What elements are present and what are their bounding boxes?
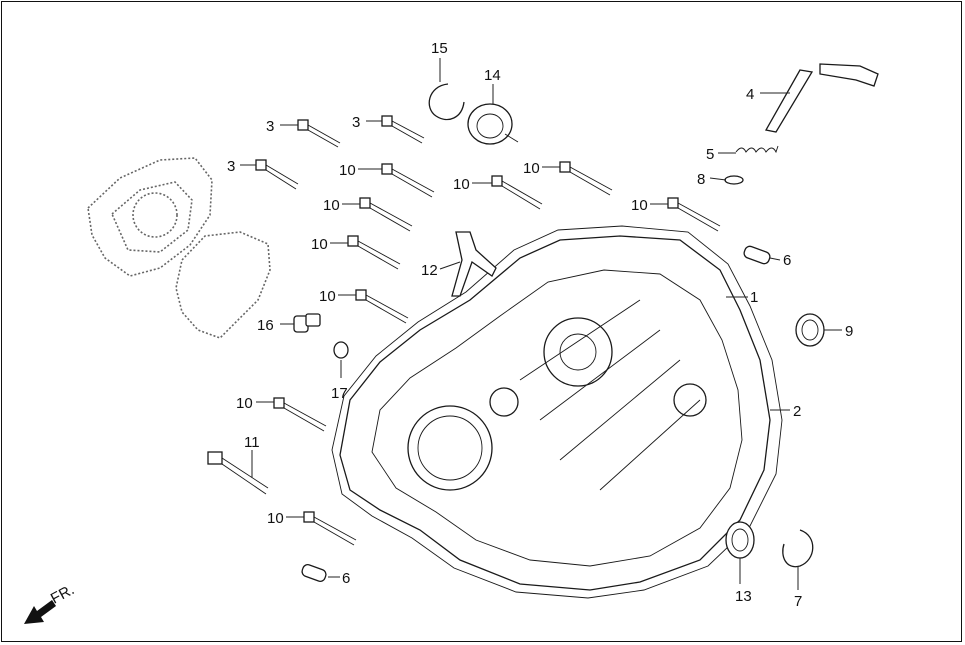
- callout-10f: 10: [311, 236, 328, 253]
- callout-3b: 3: [352, 114, 360, 131]
- cover-gasket: [175, 231, 271, 339]
- callout-10e: 10: [631, 197, 648, 214]
- bolts: [207, 115, 721, 546]
- callout-8: 8: [697, 171, 705, 188]
- circlip-7: [782, 529, 814, 568]
- crankcase-cover: [339, 235, 771, 591]
- callout-17: 17: [331, 385, 348, 402]
- gasket-2: [331, 225, 783, 599]
- bolt-10e: [667, 197, 721, 232]
- callout-3c: 3: [227, 158, 235, 175]
- bolt-3a: [297, 119, 341, 148]
- bolt-10c: [491, 175, 543, 210]
- callout-10d: 10: [323, 197, 340, 214]
- seal-13: [725, 521, 755, 559]
- seal-9: [795, 313, 825, 347]
- callout-4: 4: [746, 86, 754, 103]
- dowel-6b: [301, 564, 327, 582]
- callout-7: 7: [794, 593, 802, 610]
- washer-17: [333, 341, 349, 359]
- callout-14: 14: [484, 67, 501, 84]
- callout-2: 2: [793, 403, 801, 420]
- bolt-10f: [347, 235, 401, 270]
- shaft-4: [764, 63, 879, 133]
- callout-5: 5: [706, 146, 714, 163]
- bolt-3b: [381, 115, 425, 144]
- bolt-3c: [255, 159, 299, 190]
- leader-lines: [240, 58, 842, 590]
- callout-15: 15: [431, 40, 448, 57]
- bolt-10d: [359, 197, 413, 232]
- bolt-11: [207, 451, 269, 495]
- callout-1: 1: [750, 289, 758, 306]
- callout-10g: 10: [319, 288, 336, 305]
- callout-10h: 10: [236, 395, 253, 412]
- callout-9: 9: [845, 323, 853, 340]
- callout-labels: 1 2 3 3 3 4 5 6 6 7 8 9 10 10 10 10 10 1…: [48, 40, 853, 610]
- seal-14: [467, 103, 519, 145]
- callout-11: 11: [244, 434, 260, 451]
- callout-3a: 3: [266, 118, 274, 135]
- bolt-10i: [303, 511, 357, 546]
- circlip-15: [428, 83, 465, 121]
- spring-5: [735, 145, 779, 154]
- bolt-10a: [381, 163, 435, 198]
- callout-10i: 10: [267, 510, 284, 527]
- bolt-10b: [559, 161, 613, 196]
- bolt-10g: [355, 289, 409, 324]
- callout-6b: 6: [342, 570, 350, 587]
- callout-10c: 10: [453, 176, 470, 193]
- bolt-10h: [273, 397, 327, 432]
- callout-13: 13: [735, 588, 752, 605]
- washer-8: [724, 175, 744, 185]
- callout-10a: 10: [339, 162, 356, 179]
- front-direction-arrow: [24, 600, 56, 624]
- dowel-6a: [743, 245, 771, 265]
- callout-12: 12: [421, 262, 438, 279]
- plug-16: [293, 313, 321, 333]
- ghost-clutch-assembly: [87, 157, 213, 277]
- callout-6a: 6: [783, 252, 791, 269]
- bracket-12: [451, 231, 497, 297]
- callout-10b: 10: [523, 160, 540, 177]
- callout-16: 16: [257, 317, 274, 334]
